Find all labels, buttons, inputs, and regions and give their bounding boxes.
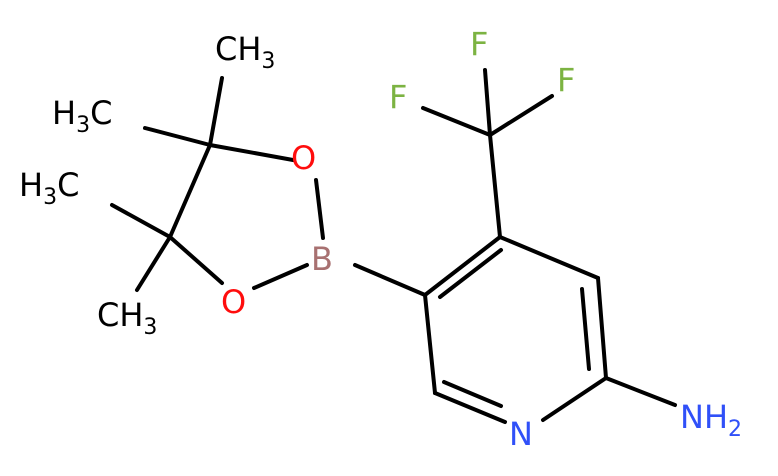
bond-c6-c5 xyxy=(423,293,437,395)
label-nh2: NH2 xyxy=(680,398,742,442)
bond-c1-ch3-top xyxy=(208,76,224,147)
bond-n-c6-inner xyxy=(442,380,503,408)
h3c-lower-h: H xyxy=(19,166,43,204)
bond-c2-nh2 xyxy=(604,376,677,407)
bond-b-c5 xyxy=(353,263,427,297)
label-b: B xyxy=(311,240,333,278)
bond-o-upper-b xyxy=(314,178,325,240)
bond-c5-c4-inner xyxy=(438,248,503,299)
label-h3c-upper: H3C xyxy=(52,94,112,138)
h3c-lower-c: C xyxy=(57,166,79,204)
label-ch3-bottom: CH3 xyxy=(97,296,157,340)
bond-cf3-f-right xyxy=(488,94,554,137)
label-o-lower: O xyxy=(221,283,246,321)
ch3-bottom-main: CH xyxy=(97,296,143,334)
label-h3c-lower: H3C xyxy=(19,166,79,210)
h3c-upper-sub: 3 xyxy=(76,113,90,138)
label-f-right: F xyxy=(557,61,575,99)
bond-o-lower-b xyxy=(252,263,309,290)
bond-c1-o-upper xyxy=(208,143,295,162)
bond-c2-ch3-bottom xyxy=(135,235,172,292)
bond-cf3-f-top xyxy=(483,68,492,137)
bond-c2-n xyxy=(541,376,608,422)
nh2-sub: 2 xyxy=(728,417,742,442)
h3c-upper-h: H xyxy=(52,94,76,132)
bond-c5-c4 xyxy=(423,235,502,297)
bond-c4-cf3 xyxy=(488,133,502,239)
ch3-bottom-sub: 3 xyxy=(143,315,157,340)
bond-c2-o-lower xyxy=(168,235,224,285)
bond-c1-c2 xyxy=(168,143,212,239)
label-ch3-top: CH3 xyxy=(215,30,275,74)
label-n-ring: N xyxy=(509,415,533,453)
nh2-main: NH xyxy=(680,398,728,436)
label-f-top: F xyxy=(470,25,488,63)
bond-c3-c2-inner xyxy=(580,287,591,371)
ch3-top-main: CH xyxy=(215,30,261,68)
bond-c1-ch3-upper xyxy=(143,126,212,147)
h3c-upper-c: C xyxy=(90,94,112,132)
bond-n-c6 xyxy=(433,391,507,424)
bond-c4-c3 xyxy=(498,235,600,280)
bond-c2-ch3-lower xyxy=(110,203,172,239)
atom-labels: CH3 H3C H3C CH3 O O B F F F N NH2 xyxy=(19,25,742,453)
h3c-lower-sub: 3 xyxy=(43,185,57,210)
bonds xyxy=(110,68,677,424)
bond-c3-c2 xyxy=(596,276,608,380)
ch3-top-sub: 3 xyxy=(261,49,275,74)
label-f-left: F xyxy=(389,78,407,116)
bond-cf3-f-left xyxy=(421,106,492,137)
label-o-upper: O xyxy=(291,139,316,177)
